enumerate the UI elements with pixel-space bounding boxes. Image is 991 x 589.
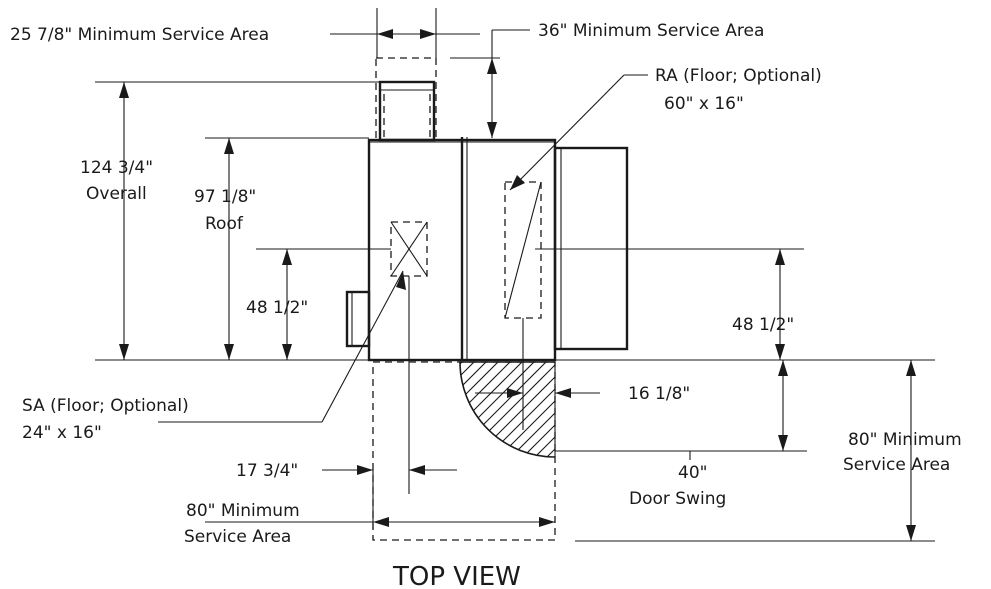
overall-word-label: Overall — [86, 184, 147, 204]
ra-title-label: RA (Floor; Optional) — [655, 66, 822, 86]
sa-floor-opening — [390, 221, 428, 277]
half-right-label: 48 1/2" — [732, 315, 794, 335]
service-bottom-1-label: 80" Minimum — [186, 501, 300, 521]
hatch-line — [460, 362, 525, 457]
arrowheads — [119, 29, 916, 541]
hatch-line — [616, 360, 716, 460]
half-left-label: 48 1/2" — [246, 298, 308, 318]
service-top-left-label: 25 7/8" Minimum Service Area — [10, 25, 269, 45]
hatch-line — [340, 360, 440, 460]
hatch-line — [495, 362, 555, 457]
hatch-line — [604, 360, 704, 460]
roof-word-label: Roof — [205, 214, 244, 234]
hatch-line — [460, 362, 537, 457]
hatch-line — [556, 360, 656, 460]
hatch-line — [543, 362, 555, 457]
door-swing-1-label: 40" — [678, 463, 707, 483]
extension-lines — [95, 8, 935, 542]
hatch-line — [580, 360, 680, 460]
hatch-line — [460, 362, 465, 457]
hatch-line — [568, 360, 668, 460]
hatch-line — [352, 360, 452, 460]
hatch-line — [483, 362, 555, 457]
left-port — [345, 290, 371, 348]
service-right-1-label: 80" Minimum — [848, 430, 962, 450]
service-area-top — [375, 57, 437, 141]
hatch-line — [519, 362, 555, 457]
hatch-line — [471, 362, 555, 457]
hatch-line — [460, 362, 501, 457]
roof-value-label: 97 1/8" — [194, 187, 256, 207]
ra-size-label: 60" x 16" — [664, 94, 744, 114]
hatch-line — [592, 360, 692, 460]
hatch-line — [460, 362, 489, 457]
service-bottom-2-label: Service Area — [184, 527, 291, 547]
labels: 25 7/8" Minimum Service Area 36" Minimum… — [10, 21, 962, 589]
hatch-line — [460, 362, 549, 457]
sa-title-label: SA (Floor; Optional) — [22, 396, 189, 416]
service-top-right-label: 36" Minimum Service Area — [538, 21, 764, 41]
door-swing-hatch — [340, 360, 716, 460]
door-offset-label: 16 1/8" — [628, 384, 690, 404]
door-swing-2-label: Door Swing — [629, 489, 726, 509]
view-title: TOP VIEW — [392, 562, 521, 589]
sa-size-label: 24" x 16" — [22, 423, 102, 443]
top-vent — [378, 80, 436, 142]
overall-value-label: 124 3/4" — [80, 158, 153, 178]
hatch-line — [460, 362, 513, 457]
sa-offset-label: 17 3/4" — [236, 461, 298, 481]
service-right-2-label: Service Area — [843, 455, 950, 475]
hatch-line — [531, 362, 555, 457]
hatch-line — [507, 362, 555, 457]
ra-floor-opening — [504, 181, 542, 319]
unit-body — [367, 137, 557, 362]
